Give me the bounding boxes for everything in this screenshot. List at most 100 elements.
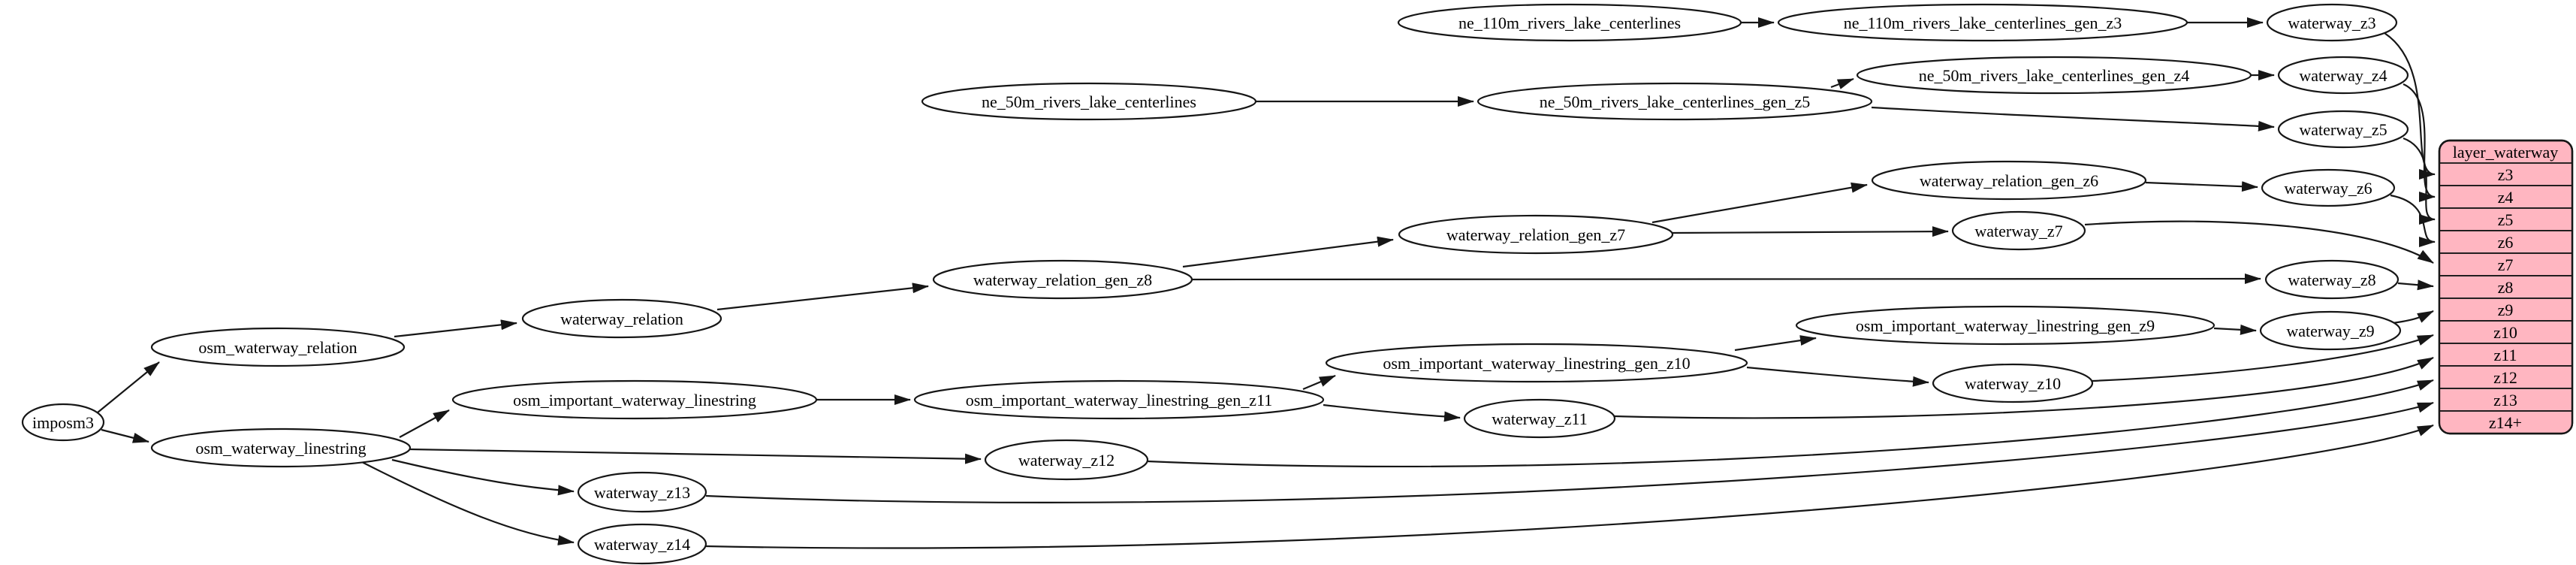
node-waterway_z4-label: waterway_z4 [2299,66,2387,85]
edge-waterway_z12-row-z12 [1147,379,2434,467]
table-row-z6-label: z6 [2498,233,2514,252]
edge-waterway_z7-row-z7 [2084,220,2434,264]
node-waterway_z3-label: waterway_z3 [2288,14,2375,32]
node-osm_important_waterway_linestring_gen_z9-label: osm_important_waterway_linestring_gen_z9 [1856,316,2155,335]
edge-gen_z7-waterway_z7 [1672,226,1949,237]
node-waterway_z14-label: waterway_z14 [594,535,690,554]
node-osm_important_waterway_linestring_gen_z9: osm_important_waterway_linestring_gen_z9 [1795,305,2216,346]
node-waterway_relation_gen_z6: waterway_relation_gen_z6 [1871,160,2147,201]
table-row-z14plus-label: z14+ [2489,413,2522,432]
node-waterway_relation_gen_z7-label: waterway_relation_gen_z7 [1446,225,1625,244]
edge-waterway_z8-row-z8 [2397,279,2434,291]
node-waterway_z5-label: waterway_z5 [2299,120,2387,139]
table-row-z7-label: z7 [2498,255,2514,274]
table-row-z9-label: z9 [2498,301,2514,319]
node-waterway_z12-shape [984,439,1149,481]
edge-waterway_z3-row-z3 [2384,32,2436,180]
node-waterway_z6: waterway_z6 [2261,168,2396,207]
node-osm_important_waterway_linestring_gen_z11: osm_important_waterway_linestring_gen_z1… [913,379,1325,420]
edge-waterway_z4-row-z4 [2403,83,2436,202]
node-osm_important_waterway_linestring_gen_z10: osm_important_waterway_linestring_gen_z1… [1325,343,1748,383]
node-waterway_relation_gen_z6-shape [1871,160,2147,201]
node-osm_waterway_linestring-shape [150,428,412,468]
node-waterway_z7-shape [1951,210,2086,251]
node-waterway_z5: waterway_z5 [2277,110,2409,149]
node-ne_110m_rivers_lake_centerlines_gen_z3: ne_110m_rivers_lake_centerlines_gen_z3 [1777,3,2188,42]
table-row-z11 [2439,343,2572,367]
edge-waterway_relation-gen_z8 [716,282,929,311]
node-waterway_z14-shape [577,523,707,565]
node-waterway_z4-shape [2277,56,2409,95]
node-waterway_z5-shape [2277,110,2409,149]
node-waterway_z8-shape [2264,259,2400,300]
table-row-z10 [2439,320,2572,344]
table-row-z10-label: z10 [2493,323,2517,342]
table-row-z8-label: z8 [2498,278,2514,297]
edge-gen_z5-gen_z4 [1830,77,1854,89]
table-row-z3-label: z3 [2498,165,2514,184]
node-waterway_relation_gen_z8-shape [932,259,1193,300]
edge-waterway_z14-row-z14 [705,424,2434,549]
node-ne_110m_rivers_lake_centerlines-label: ne_110m_rivers_lake_centerlines [1458,14,1681,32]
node-osm_important_waterway_linestring_gen_z10-label: osm_important_waterway_linestring_gen_z1… [1383,354,1690,373]
table-row-z5-label: z5 [2498,210,2514,229]
node-waterway_z9-shape [2259,310,2402,351]
edge-osm_waterway_linestring-waterway_z13 [391,458,575,496]
edge-waterway_z6-row-z6 [2390,194,2436,247]
node-waterway_z4: waterway_z4 [2277,56,2409,95]
node-osm_waterway_linestring: osm_waterway_linestring [150,428,412,468]
node-osm_important_waterway_linestring_gen_z9-shape [1795,305,2216,346]
node-ne_110m_rivers_lake_centerlines_gen_z3-shape [1777,3,2188,42]
node-waterway_relation-shape [521,298,722,339]
node-waterway_relation-label: waterway_relation [560,310,683,328]
node-waterway_z13-label: waterway_z13 [594,483,690,502]
table-outline [2438,139,2574,435]
node-waterway_z11-label: waterway_z11 [1492,409,1587,428]
table-row-z14plus [2439,410,2572,434]
node-waterway_z11-shape [1463,398,1616,439]
table-row-z5 [2439,207,2572,231]
node-ne_50m_rivers_lake_centerlines-label: ne_50m_rivers_lake_centerlines [982,92,1196,111]
node-waterway_z6-label: waterway_z6 [2284,179,2372,198]
table-row-z12 [2439,365,2572,389]
edge-gen_z7-gen_z6 [1651,182,1868,224]
node-osm_important_waterway_linestring_gen_z11-label: osm_important_waterway_linestring_gen_z1… [966,391,1273,409]
node-waterway_z12-label: waterway_z12 [1018,451,1115,470]
node-waterway_z3: waterway_z3 [2266,3,2398,42]
node-imposm3-label: imposm3 [32,413,94,432]
node-waterway_relation_gen_z8: waterway_relation_gen_z8 [932,259,1193,300]
edge-gen_z6-waterway_z6 [2145,181,2258,192]
edge-imposm3-osm_waterway_relation [97,361,160,413]
edge-waterway_z13-row-z13 [705,401,2434,503]
node-waterway_z13-shape [577,471,707,513]
node-ne_50m_rivers_lake_centerlines_gen_z4: ne_50m_rivers_lake_centerlines_gen_z4 [1856,56,2252,95]
table-rows [2439,162,2572,434]
node-waterway_z11: waterway_z11 [1463,398,1616,439]
node-waterway_z3-shape [2266,3,2398,42]
node-osm_important_waterway_linestring-label: osm_important_waterway_linestring [513,391,756,409]
edge-imposm3-osm_waterway_linestring [101,428,149,443]
node-osm_important_waterway_linestring: osm_important_waterway_linestring [451,379,818,420]
node-ne_50m_rivers_lake_centerlines_gen_z4-label: ne_50m_rivers_lake_centerlines_gen_z4 [1919,66,2189,85]
node-waterway_z9: waterway_z9 [2259,310,2402,351]
edge-osm_waterway_linestring-waterway_z14 [360,461,575,545]
node-waterway_relation_gen_z6-label: waterway_relation_gen_z6 [1920,171,2098,190]
node-waterway_z9-label: waterway_z9 [2286,322,2374,340]
node-osm_important_waterway_linestring_gen_z11-shape [913,379,1325,420]
node-osm_important_waterway_linestring_gen_z10-shape [1325,343,1748,383]
table-row-z4-label: z4 [2498,188,2514,207]
table-title: layer_waterway [2453,143,2558,162]
node-waterway_z10: waterway_z10 [1932,363,2094,403]
edge-gen_z10-gen_z9 [1734,335,1817,352]
node-ne_50m_rivers_lake_centerlines-shape [921,82,1257,121]
node-ne_50m_rivers_lake_centerlines: ne_50m_rivers_lake_centerlines [921,82,1257,121]
edge-osm_waterway_linestring-osm_important [399,409,450,438]
node-osm_waterway_relation-shape [150,327,406,367]
node-waterway_z13: waterway_z13 [577,471,707,513]
node-osm_waterway_linestring-label: osm_waterway_linestring [195,439,366,458]
node-ne_50m_rivers_lake_centerlines_gen_z4-shape [1856,56,2252,95]
node-waterway_relation_gen_z7-shape [1398,214,1674,255]
node-ne_110m_rivers_lake_centerlines_gen_z3-label: ne_110m_rivers_lake_centerlines_gen_z3 [1844,14,2122,32]
